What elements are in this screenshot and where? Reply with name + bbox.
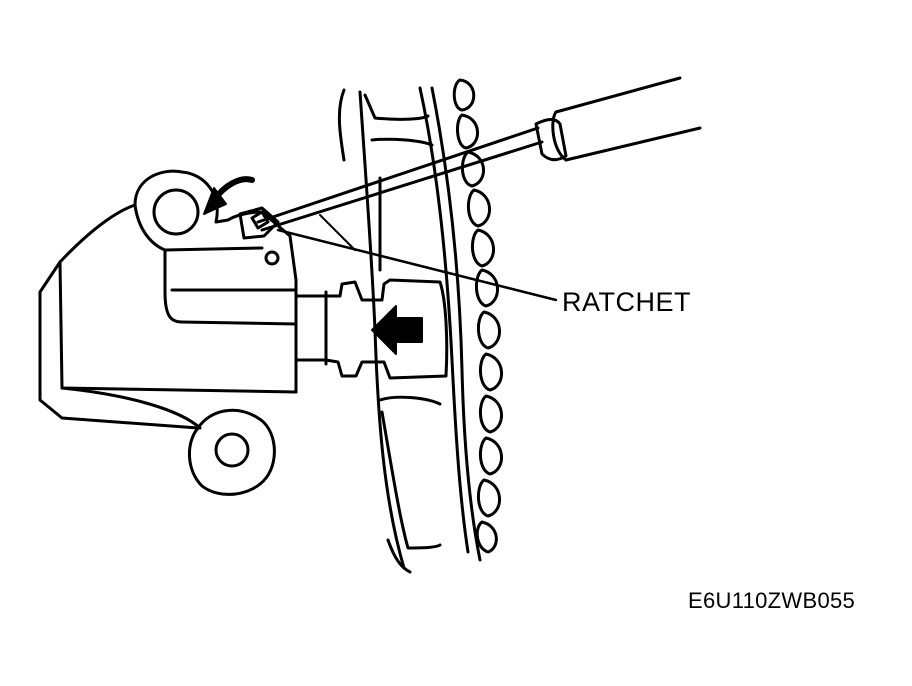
tensioner-body xyxy=(38,169,298,496)
ratchet-label: RATCHET xyxy=(562,287,691,317)
chain-guide xyxy=(319,86,482,574)
figure-code: E6U110ZWB055 xyxy=(688,588,856,613)
ratchet-leader-line xyxy=(276,228,558,302)
screwdriver xyxy=(256,76,702,232)
ratchet-pawl xyxy=(238,206,280,240)
push-direction-arrow xyxy=(371,305,423,355)
timing-chain xyxy=(452,78,503,554)
rotation-arrow xyxy=(203,176,255,215)
tensioner-plunger xyxy=(294,278,449,380)
